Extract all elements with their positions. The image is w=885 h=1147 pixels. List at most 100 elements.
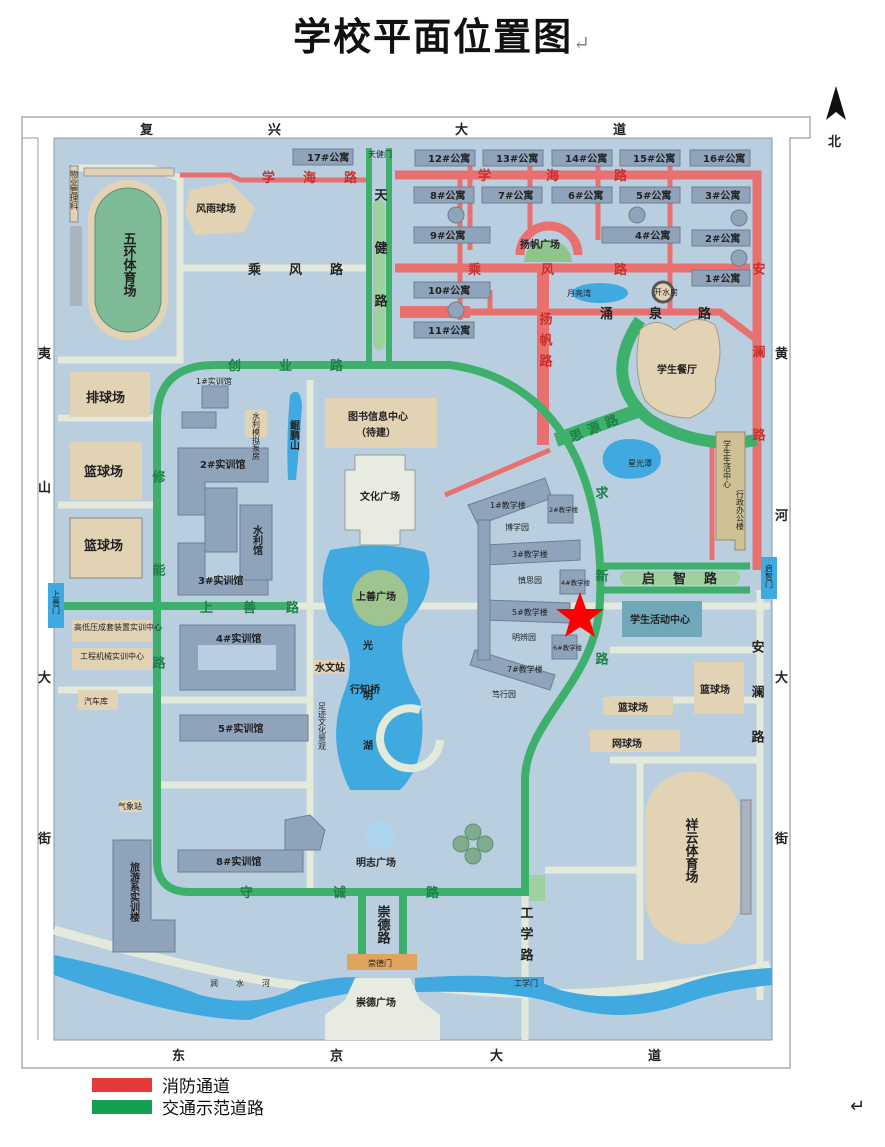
culture-plaza bbox=[344, 454, 416, 546]
library-label: 图书信息中心 bbox=[348, 410, 408, 423]
boiler-label: 开水房 bbox=[654, 287, 678, 297]
legend-swatch-fire-lane bbox=[92, 1078, 152, 1092]
training-inner bbox=[198, 645, 276, 670]
starlight-pond bbox=[602, 439, 661, 479]
road-chongde: 崇德路 bbox=[375, 904, 391, 944]
svg-text:京: 京 bbox=[330, 1048, 343, 1064]
road-tianjian: 天健路 bbox=[372, 188, 388, 347]
svg-text:16#公寓: 16#公寓 bbox=[703, 152, 745, 165]
legend-label-traffic-road: 交通示范道路 bbox=[162, 1099, 264, 1119]
svg-text:17#公寓: 17#公寓 bbox=[307, 151, 349, 164]
svg-text:天健门: 天健门 bbox=[368, 149, 392, 159]
qizhi-median bbox=[620, 571, 740, 585]
svg-text:14#公寓: 14#公寓 bbox=[565, 152, 607, 165]
property-office bbox=[69, 165, 79, 223]
boiler-room bbox=[651, 280, 675, 304]
life-center bbox=[715, 431, 746, 551]
legend: 消防通道 交通示范道路 bbox=[92, 1077, 264, 1119]
svg-text:7#公寓: 7#公寓 bbox=[498, 189, 533, 202]
svg-text:2#公寓: 2#公寓 bbox=[705, 232, 740, 245]
basketball4-label: 篮球场 bbox=[617, 701, 648, 714]
footprint-label: 足迹文化景观 bbox=[318, 702, 327, 751]
svg-text:北: 北 bbox=[828, 135, 841, 150]
gate-tianjian: 天健门 bbox=[368, 149, 392, 159]
road-anlan-south: 安澜路 bbox=[749, 639, 765, 775]
kunpeng-stream bbox=[287, 391, 302, 480]
library-note-label: （待建） bbox=[356, 426, 396, 439]
svg-text:上善门: 上善门 bbox=[52, 590, 61, 615]
svg-text:15#公寓: 15#公寓 bbox=[633, 152, 675, 165]
pavilion-icon bbox=[452, 823, 494, 865]
road-chuangye: 创业路 bbox=[227, 358, 381, 374]
svg-text:大: 大 bbox=[455, 122, 468, 138]
mingzhi-fountain bbox=[365, 820, 395, 850]
water-hall-label: 水利馆 bbox=[251, 524, 264, 556]
svg-text:6#教学楼: 6#教学楼 bbox=[553, 643, 583, 652]
shangshan-plaza-label: 上善广场 bbox=[356, 590, 396, 603]
canteen-building bbox=[636, 319, 721, 419]
svg-text:复: 复 bbox=[139, 122, 154, 138]
gate-chongde: 崇德门 bbox=[347, 954, 417, 970]
svg-text:2#教学楼: 2#教学楼 bbox=[549, 505, 579, 514]
right-courts bbox=[590, 662, 744, 752]
moon-bay-water bbox=[572, 283, 628, 303]
life-center-label: 学生生活中心 bbox=[723, 439, 732, 488]
svg-text:1#教学楼: 1#教学楼 bbox=[490, 500, 526, 510]
wuhuan-label: 五环体育场 bbox=[121, 232, 137, 298]
yangfan-plaza-label: 扬帆广场 bbox=[520, 238, 560, 251]
xingzhi-label: 行知桥 bbox=[349, 683, 381, 696]
return-mark-bottom: ↵ bbox=[850, 1096, 865, 1117]
gate-gongxue: 工学门 bbox=[508, 977, 544, 988]
guangming-label: 光明湖 bbox=[361, 639, 374, 790]
svg-text:13#公寓: 13#公寓 bbox=[496, 152, 538, 165]
fengyu-label: 风雨球场 bbox=[196, 202, 236, 215]
activity-label: 学生活动中心 bbox=[630, 613, 690, 626]
svg-text:明辨园: 明辨园 bbox=[512, 632, 536, 642]
culture-label: 文化广场 bbox=[360, 490, 400, 503]
weather-label: 气象站 bbox=[118, 801, 142, 811]
legend-label-fire-lane: 消防通道 bbox=[162, 1077, 230, 1097]
hv-center-label: 高低压成套装置实训中心 bbox=[74, 622, 162, 632]
road-shoucheng: 守诚路 bbox=[240, 885, 519, 901]
basketball3-label: 篮球场 bbox=[699, 683, 730, 696]
return-mark: ↵ bbox=[573, 31, 592, 55]
basketball2-label: 篮球场 bbox=[83, 538, 123, 554]
svg-text:博学园: 博学园 bbox=[505, 522, 529, 532]
svg-text:河: 河 bbox=[775, 508, 788, 524]
svg-text:7#教学楼: 7#教学楼 bbox=[507, 664, 543, 674]
starlight-label: 星光潭 bbox=[628, 458, 652, 468]
legend-swatch-traffic-road bbox=[92, 1100, 152, 1114]
hydro-label: 水文站 bbox=[314, 661, 345, 674]
svg-text:3#公寓: 3#公寓 bbox=[705, 189, 740, 202]
road-yangfan: 扬帆路 bbox=[537, 311, 553, 375]
svg-text:兴: 兴 bbox=[268, 122, 281, 138]
svg-text:10#公寓: 10#公寓 bbox=[428, 284, 470, 297]
xiangyun-label: 祥云体育场 bbox=[683, 817, 699, 884]
road-chengfeng: 乘风路 bbox=[247, 262, 371, 278]
moon-bay-label: 月亮湾 bbox=[567, 288, 591, 298]
svg-text:12#公寓: 12#公寓 bbox=[428, 152, 470, 165]
north-arrow-icon: 北 bbox=[826, 86, 846, 150]
svg-text:大: 大 bbox=[38, 670, 51, 686]
road-qizhi: 启智路 bbox=[642, 571, 735, 587]
road-chengfeng-east: 乘风路 bbox=[467, 262, 687, 278]
library bbox=[325, 398, 437, 448]
svg-text:山: 山 bbox=[38, 480, 51, 496]
tourism-label: 旅游系实训楼 bbox=[128, 861, 140, 923]
svg-text:8#公寓: 8#公寓 bbox=[430, 189, 465, 202]
svg-text:启智门: 启智门 bbox=[765, 563, 774, 589]
wuhuan-field bbox=[94, 187, 162, 333]
tianjian-median bbox=[373, 200, 385, 350]
chongde-plaza-label: 崇德广场 bbox=[356, 996, 396, 1009]
svg-text:5#教学楼: 5#教学楼 bbox=[512, 607, 548, 617]
svg-text:大: 大 bbox=[490, 1048, 503, 1064]
current-location-star-icon bbox=[556, 592, 604, 637]
svg-text:大: 大 bbox=[775, 670, 788, 686]
gate-shangshan: 上善门 bbox=[48, 583, 64, 628]
activity-center bbox=[622, 601, 702, 637]
admin-label: 行政办公楼 bbox=[736, 489, 745, 531]
kunpeng-label: 鲲鹏山 bbox=[288, 419, 300, 451]
